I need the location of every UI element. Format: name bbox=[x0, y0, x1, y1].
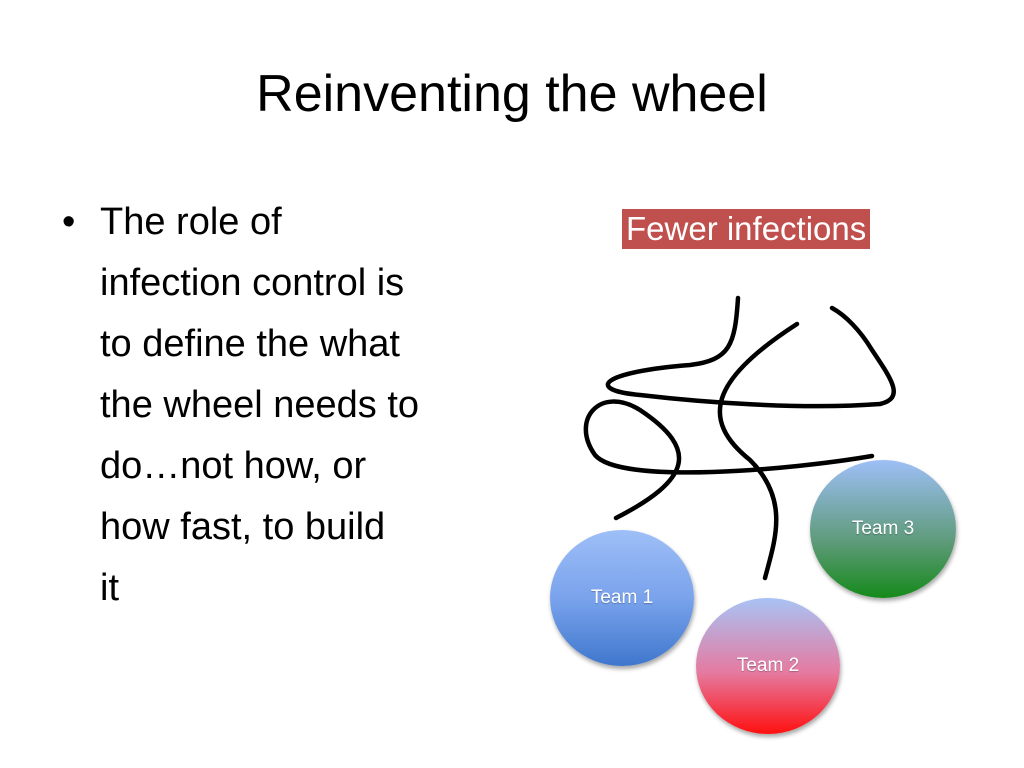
bullet-dot-icon: • bbox=[62, 201, 76, 243]
team-2-label: Team 2 bbox=[736, 655, 800, 676]
bullet-item: • The role of infection control is to de… bbox=[62, 192, 522, 619]
bullet-line: how fast, to build bbox=[100, 506, 386, 548]
bullet-line: The role of bbox=[100, 201, 282, 243]
bullet-line: it bbox=[100, 567, 119, 609]
bullet-line: the wheel needs to bbox=[100, 384, 420, 426]
goal-label: Fewer infections bbox=[622, 209, 871, 249]
team-1-label: Team 1 bbox=[590, 587, 654, 608]
team-3-label: Team 3 bbox=[851, 518, 915, 539]
team-2-circle: Team 2 bbox=[696, 598, 840, 734]
slide-title: Reinventing the wheel bbox=[256, 65, 768, 123]
bullet-list: • The role of infection control is to de… bbox=[62, 192, 522, 619]
bullet-line: to define the what bbox=[100, 323, 400, 365]
team-2-path bbox=[717, 321, 800, 581]
team-1-path bbox=[583, 399, 875, 521]
team-1-circle: Team 1 bbox=[550, 530, 694, 666]
loop-path bbox=[605, 295, 896, 409]
bullet-line: infection control is bbox=[100, 262, 405, 304]
bullet-line: do…not how, or bbox=[100, 445, 367, 487]
team-3-circle: Team 3 bbox=[810, 460, 956, 598]
